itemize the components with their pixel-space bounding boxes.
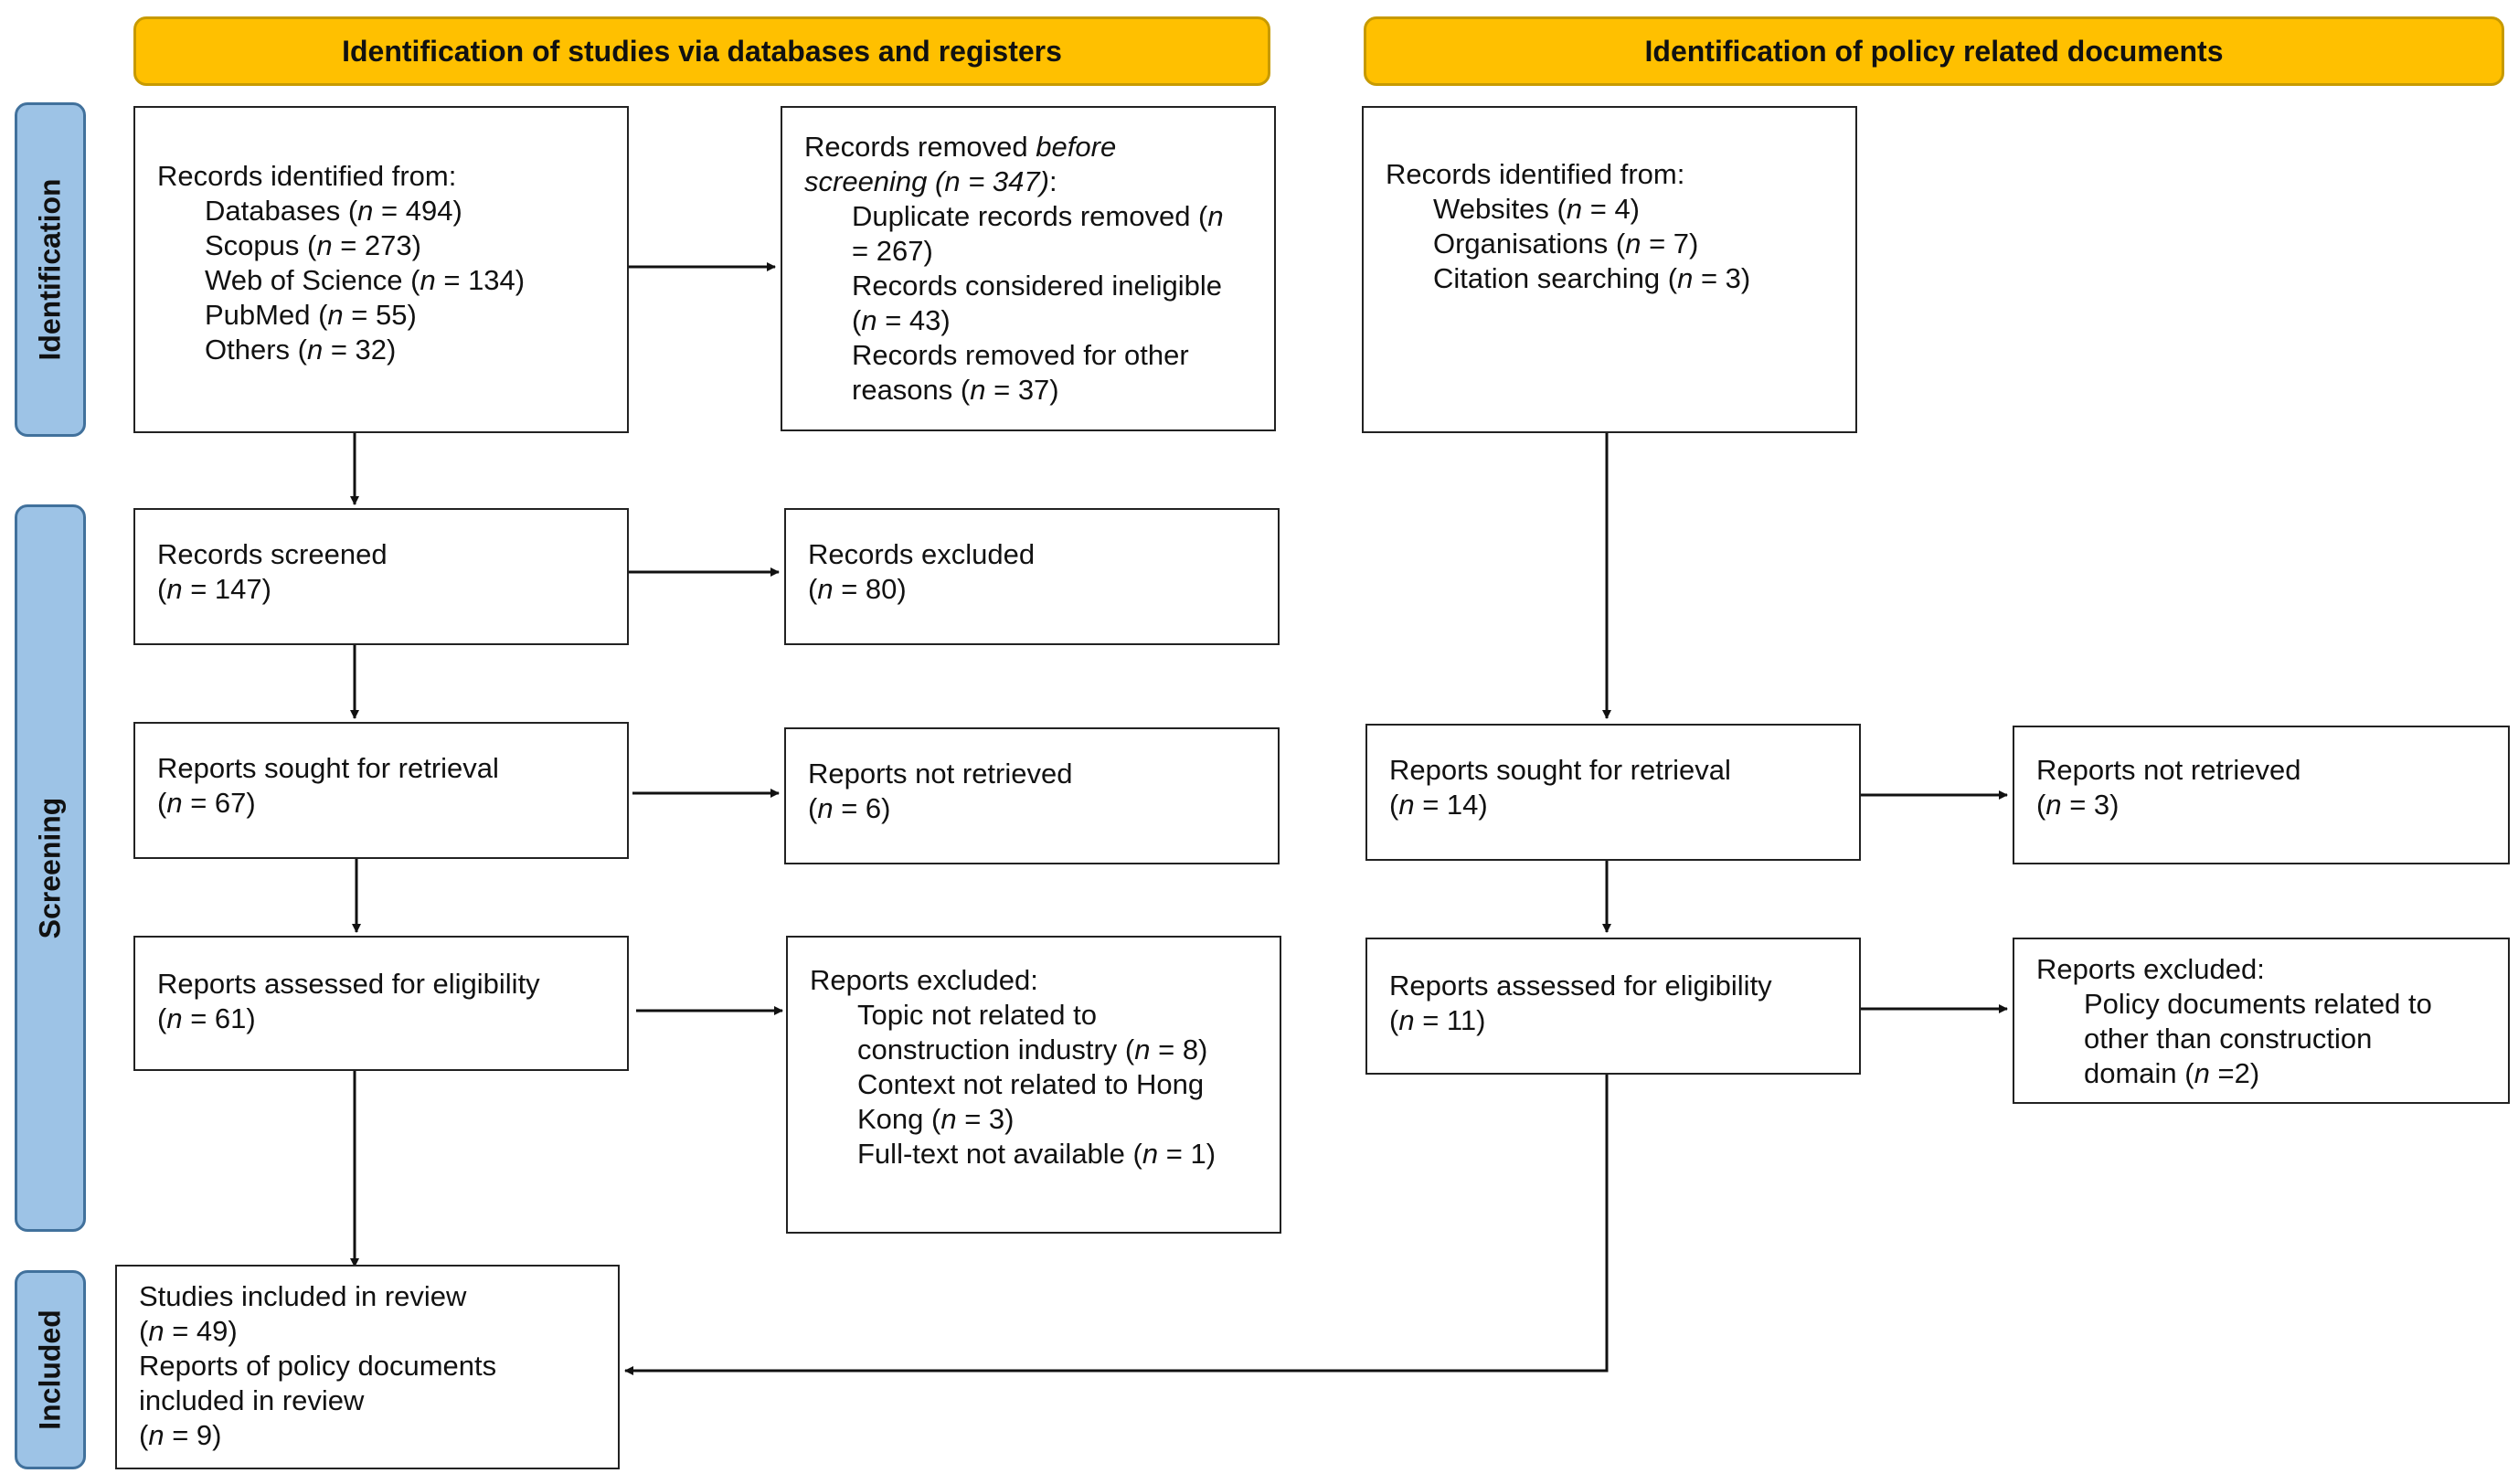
records-ineligible: Records considered ineligible <box>852 270 1222 302</box>
topic-not-related-count: construction industry (n = 8) <box>857 1034 1208 1065</box>
others-count: Others (n = 32) <box>205 334 397 366</box>
box-reports-not-retrieved: Reports not retrieved (n = 6) <box>784 727 1280 864</box>
policy-not-retrieved-count: (n = 3) <box>2036 789 2120 821</box>
policy-identified-title: Records identified from: <box>1386 158 1685 190</box>
citation-searching-count: Citation searching (n = 3) <box>1433 262 1751 294</box>
records-removed-other-count: reasons (n = 37) <box>852 374 1059 406</box>
box-records-screened: Records screened (n = 147) <box>133 508 629 645</box>
websites-count: Websites (n = 4) <box>1433 193 1641 225</box>
policy-assessed-title: Reports assessed for eligibility <box>1389 970 1772 1002</box>
records-removed-other: Records removed for other <box>852 339 1189 371</box>
full-text-not-available: Full-text not available (n = 1) <box>857 1138 1217 1170</box>
reports-not-retrieved-count: (n = 6) <box>808 792 891 824</box>
box-policy-not-retrieved: Reports not retrieved (n = 3) <box>2013 726 2510 864</box>
policy-included-count: (n = 9) <box>139 1419 222 1451</box>
reports-assessed-title: Reports assessed for eligibility <box>157 968 540 1000</box>
box-policy-excluded: Reports excluded: Policy documents relat… <box>2013 938 2510 1104</box>
stage-identification: Identification <box>15 102 86 437</box>
context-not-related: Context not related to Hong <box>857 1068 1205 1100</box>
policy-excluded-line-2: other than construction <box>2084 1023 2373 1055</box>
reports-sought-title: Reports sought for retrieval <box>157 752 499 784</box>
records-screened-title: Records screened <box>157 538 388 570</box>
arrow-policy-assessed-to-included <box>624 1075 1609 1375</box>
box-records-removed: Records removed before screening (n = 34… <box>781 106 1276 431</box>
box-reports-assessed: Reports assessed for eligibility (n = 61… <box>133 936 629 1071</box>
records-excluded-count: (n = 80) <box>808 573 907 605</box>
box-studies-included: Studies included in review (n = 49) Repo… <box>115 1265 620 1469</box>
box-policy-sought: Reports sought for retrieval (n = 14) <box>1365 724 1861 861</box>
stage-included: Included <box>15 1270 86 1469</box>
wos-count: Web of Science (n = 134) <box>205 264 526 296</box>
records-excluded-title: Records excluded <box>808 538 1036 570</box>
topic-not-related: Topic not related to <box>857 999 1097 1031</box>
reports-not-retrieved-title: Reports not retrieved <box>808 758 1073 790</box>
header-policy: Identification of policy related documen… <box>1364 16 2504 86</box>
box-records-identified: Records identified from: Databases (n = … <box>133 106 629 433</box>
studies-included-count: (n = 49) <box>139 1315 238 1347</box>
records-removed-title-2: screening (n = 347): <box>804 165 1057 197</box>
policy-excluded-title: Reports excluded: <box>2036 953 2265 985</box>
header-databases-label: Identification of studies via databases … <box>342 34 1062 68</box>
policy-included-title-1: Reports of policy documents <box>139 1350 497 1382</box>
studies-included-title: Studies included in review <box>139 1280 467 1312</box>
duplicates-removed-count: = 267) <box>852 235 933 267</box>
policy-not-retrieved-title: Reports not retrieved <box>2036 754 2301 786</box>
policy-assessed-count: (n = 11) <box>1389 1004 1486 1036</box>
header-databases: Identification of studies via databases … <box>133 16 1270 86</box>
reports-excluded-title: Reports excluded: <box>810 964 1038 996</box>
box-policy-identified: Records identified from: Websites (n = 4… <box>1362 106 1857 433</box>
header-policy-label: Identification of policy related documen… <box>1644 34 2224 68</box>
pubmed-count: PubMed (n = 55) <box>205 299 417 331</box>
duplicates-removed: Duplicate records removed (n <box>852 200 1224 232</box>
policy-excluded-line-1: Policy documents related to <box>2084 988 2432 1020</box>
box-records-excluded: Records excluded (n = 80) <box>784 508 1280 645</box>
organisations-count: Organisations (n = 7) <box>1433 228 1699 260</box>
policy-excluded-line-3: domain (n =2) <box>2084 1057 2260 1089</box>
scopus-count: Scopus (n = 273) <box>205 229 421 261</box>
records-screened-count: (n = 147) <box>157 573 271 605</box>
reports-sought-count: (n = 67) <box>157 787 256 819</box>
stage-screening: Screening <box>15 504 86 1232</box>
box-reports-excluded: Reports excluded: Topic not related to c… <box>786 936 1281 1234</box>
policy-sought-title: Reports sought for retrieval <box>1389 754 1731 786</box>
records-removed-title-1: Records removed before <box>804 131 1117 163</box>
box-policy-assessed: Reports assessed for eligibility (n = 11… <box>1365 938 1861 1075</box>
policy-included-title-2: included in review <box>139 1384 365 1416</box>
context-not-related-count: Kong (n = 3) <box>857 1103 1015 1135</box>
databases-count: Databases (n = 494) <box>205 195 462 227</box>
records-ineligible-count: (n = 43) <box>852 304 951 336</box>
policy-sought-count: (n = 14) <box>1389 789 1488 821</box>
records-identified-title: Records identified from: <box>157 160 457 192</box>
box-reports-sought: Reports sought for retrieval (n = 67) <box>133 722 629 859</box>
reports-assessed-count: (n = 61) <box>157 1002 256 1034</box>
